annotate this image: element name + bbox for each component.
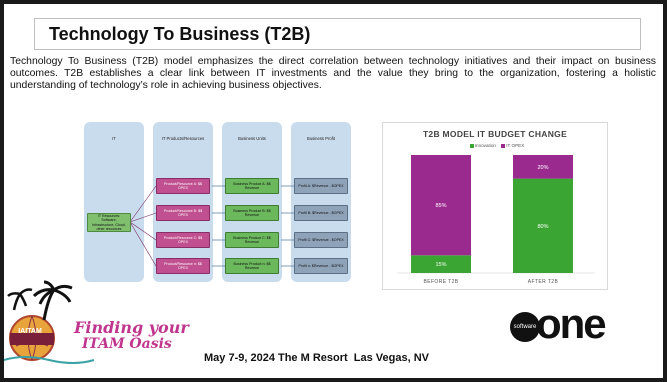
- profit-node: Profit C: $Revenue - $OPEX: [294, 232, 348, 248]
- it-resources-node: IT Resources: Software, Infrastructure, …: [87, 213, 131, 232]
- data-label: 80%: [537, 224, 548, 230]
- chart-title: T2B MODEL IT BUDGET CHANGE: [422, 129, 568, 139]
- column-header: IT: [112, 136, 116, 141]
- brand-badge: software: [510, 312, 540, 342]
- profit-node: Profit n: $Revenue - $OPEX: [294, 258, 348, 274]
- data-label: 85%: [435, 203, 446, 209]
- column-business-units: Business Units: [222, 122, 282, 282]
- event-details: May 7-9, 2024 The M Resort ⁣ Las Vegas, …: [204, 352, 429, 364]
- data-label: 20%: [537, 165, 548, 171]
- profit-node: Profit A: $Revenue - $OPEX: [294, 178, 348, 194]
- iaitam-event-logo: [4, 280, 95, 364]
- bar-it-opex: [411, 155, 471, 256]
- business-product-node: Business Product n: $$ Revenue: [225, 258, 279, 274]
- column-business-profit: Business Profit: [291, 122, 351, 282]
- budget-change-chart: T2B MODEL IT BUDGET CHANGE Innovation IT…: [382, 122, 608, 290]
- chart-plot: 15% 85% BEFORE T2B 80% 20% AFTER T2B: [397, 155, 595, 285]
- legend-swatch-opex: [501, 143, 506, 148]
- bar-it-opex: [513, 155, 573, 179]
- column-it: IT: [84, 122, 144, 282]
- slide: Technology To Business (T2B) Technology …: [4, 4, 663, 378]
- category-label: BEFORE T2B: [423, 279, 458, 285]
- bar-innovation: [411, 255, 471, 273]
- column-header: Business Units: [238, 136, 266, 141]
- column-header: IT Products/Resources: [161, 136, 205, 141]
- resource-node: Product/Resource n: $$ OPEX: [156, 258, 210, 274]
- legend-label: IT OPEX: [506, 143, 525, 148]
- event-tagline-1: Finding your: [74, 318, 189, 337]
- page-title: Technology To Business (T2B): [49, 24, 311, 44]
- business-product-node: Business Product B: $$ Revenue: [225, 205, 279, 221]
- data-label: 15%: [435, 262, 446, 268]
- t2b-flow-diagram: IT IT Products/Resources Business Units …: [84, 122, 354, 282]
- brand-word: one: [536, 300, 607, 347]
- legend-label: Innovation: [474, 143, 496, 148]
- chart-legend: Innovation IT OPEX: [383, 143, 607, 148]
- title-box: Technology To Business (T2B): [34, 18, 641, 50]
- column-it-products: IT Products/Resources: [153, 122, 213, 282]
- category-label: AFTER T2B: [528, 279, 559, 285]
- legend-swatch-innovation: [469, 143, 474, 148]
- resource-node: Product/Resource B: $$ OPEX: [156, 205, 210, 221]
- resource-node: Product/Resource A: $$ OPEX: [156, 178, 210, 194]
- description-paragraph: Technology To Business (T2B) model empha…: [10, 56, 656, 91]
- event-tagline-2: ITAM Oasis: [82, 336, 172, 352]
- connector-lines: [129, 185, 294, 267]
- business-product-node: Business Product A: $$ Revenue: [225, 178, 279, 194]
- column-header: Business Profit: [307, 136, 335, 141]
- palm-tree-icon: [32, 280, 73, 321]
- resource-node: Product/Resource C: $$ OPEX: [156, 232, 210, 248]
- event-badge-text: IAITAM: [18, 328, 42, 335]
- softwareone-logo: software one: [510, 300, 626, 350]
- bar-innovation: [513, 178, 573, 273]
- business-product-node: Business Product C: $$ Revenue: [225, 232, 279, 248]
- profit-node: Profit B: $Revenue - $OPEX: [294, 205, 348, 221]
